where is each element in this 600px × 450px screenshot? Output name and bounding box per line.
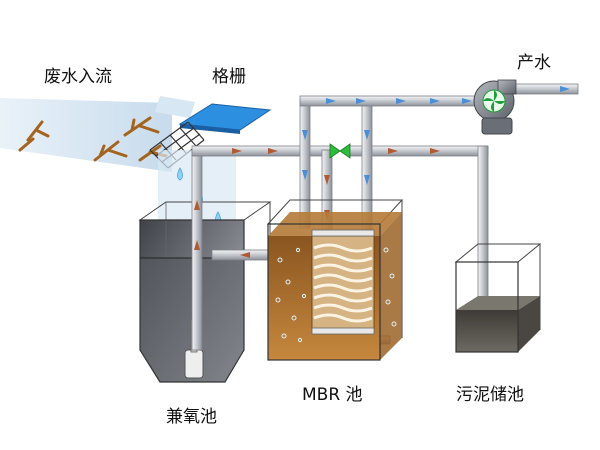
pump-fan-icon xyxy=(483,90,505,112)
aeration-bubbles xyxy=(275,247,397,343)
label-sludge-tank: 污泥储池 xyxy=(456,385,524,405)
flow-arrows xyxy=(302,86,570,185)
valve-icon xyxy=(329,143,351,159)
membrane-module xyxy=(313,243,373,323)
anoxic-tank xyxy=(138,201,272,383)
label-wastewater-inflow: 废水入流 xyxy=(44,67,112,87)
label-grille: 格栅 xyxy=(212,67,246,87)
mbr-tank xyxy=(266,199,404,361)
sludge-tank xyxy=(454,243,542,353)
label-anoxic-tank: 兼氧池 xyxy=(166,407,217,427)
product-water-pump xyxy=(473,79,517,135)
label-product-water: 产水 xyxy=(517,53,551,73)
label-mbr-tank: MBR 池 xyxy=(302,385,363,405)
